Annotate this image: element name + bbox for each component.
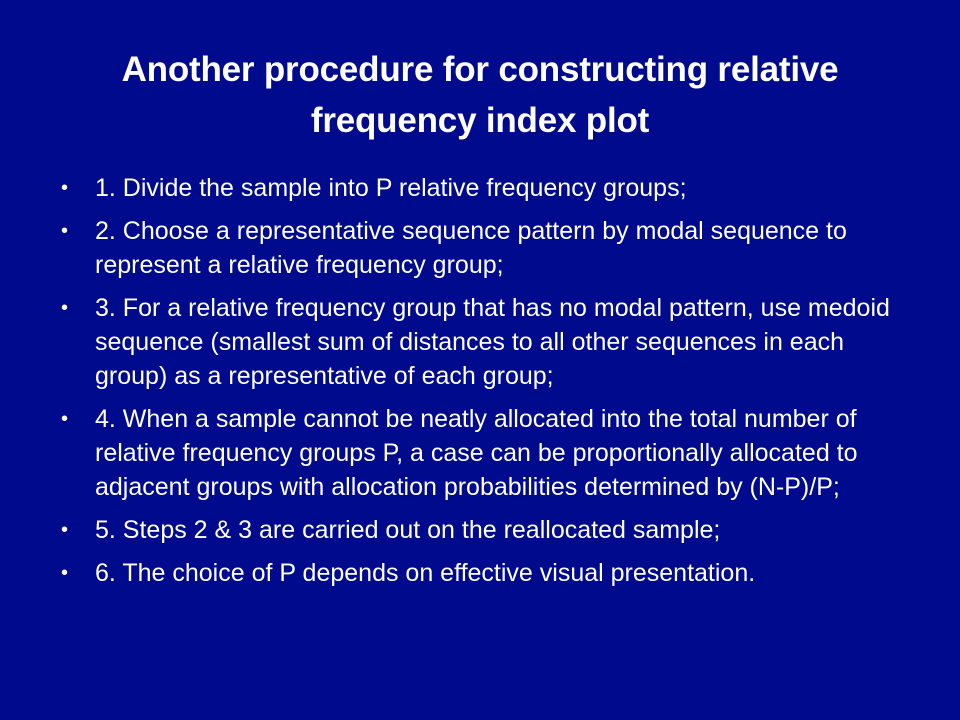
- bullet-dot-icon: •: [61, 519, 69, 541]
- slide-title-line-2: frequency index plot: [310, 101, 650, 140]
- bullet-text: 5. Steps 2 & 3 are carried out on the re…: [95, 516, 721, 544]
- bullet-text: 6. The choice of P depends on effective …: [95, 559, 756, 587]
- bullet-item-2: • 2. Choose a representative sequence pa…: [50, 214, 910, 282]
- bullet-text: 2. Choose a representative sequence patt…: [95, 217, 847, 279]
- bullet-text: 3. For a relative frequency group that h…: [95, 294, 890, 390]
- bullet-dot-icon: •: [61, 177, 69, 199]
- bullet-text: 4. When a sample cannot be neatly alloca…: [95, 405, 858, 501]
- bullet-dot-icon: •: [61, 408, 69, 430]
- slide-title-line-1: Another procedure for constructing relat…: [121, 50, 839, 89]
- bullet-dot-icon: •: [61, 297, 69, 319]
- bullet-item-6: • 6. The choice of P depends on effectiv…: [50, 556, 910, 590]
- bullet-dot-icon: •: [61, 562, 69, 584]
- bullet-item-1: • 1. Divide the sample into P relative f…: [50, 171, 910, 205]
- bullet-item-4: • 4. When a sample cannot be neatly allo…: [50, 402, 910, 504]
- bullet-item-3: • 3. For a relative frequency group that…: [50, 291, 910, 393]
- bullet-text: 1. Divide the sample into P relative fre…: [95, 174, 687, 202]
- slide-title: Another procedure for constructing relat…: [60, 44, 900, 146]
- bullet-dot-icon: •: [61, 220, 69, 242]
- bullet-list: • 1. Divide the sample into P relative f…: [50, 171, 910, 599]
- bullet-item-5: • 5. Steps 2 & 3 are carried out on the …: [50, 513, 910, 547]
